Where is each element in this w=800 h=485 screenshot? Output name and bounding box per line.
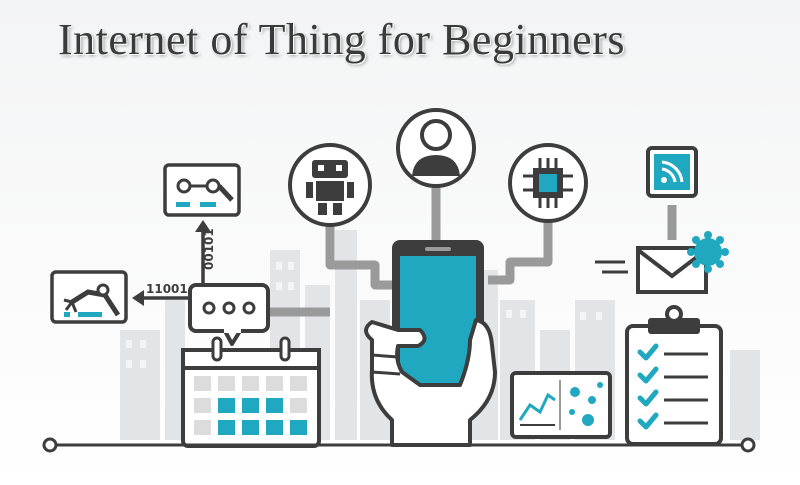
clipboard-checklist-icon <box>625 305 723 446</box>
binary-horizontal: 11001 <box>146 282 188 296</box>
page-title: Internet of Thing for Beginners <box>58 15 625 64</box>
binary-vertical: 00101 <box>202 228 216 270</box>
robot-icon <box>288 143 372 227</box>
wifi-icon <box>646 146 698 198</box>
mail-icon <box>595 231 729 294</box>
connectors <box>270 185 677 317</box>
calendar-icon <box>181 336 321 448</box>
robotic-arm-gripper-icon <box>50 270 128 324</box>
chip-icon <box>508 143 588 223</box>
ground-baseline <box>42 437 756 453</box>
person-icon <box>396 108 476 188</box>
robotic-arm-icon <box>163 163 241 217</box>
dashboard-chart-icon <box>510 371 612 439</box>
chat-bubble-icon <box>188 283 270 346</box>
smartphone-icon <box>364 240 497 447</box>
skyline-windows <box>126 262 602 368</box>
data-arrows <box>132 220 211 306</box>
